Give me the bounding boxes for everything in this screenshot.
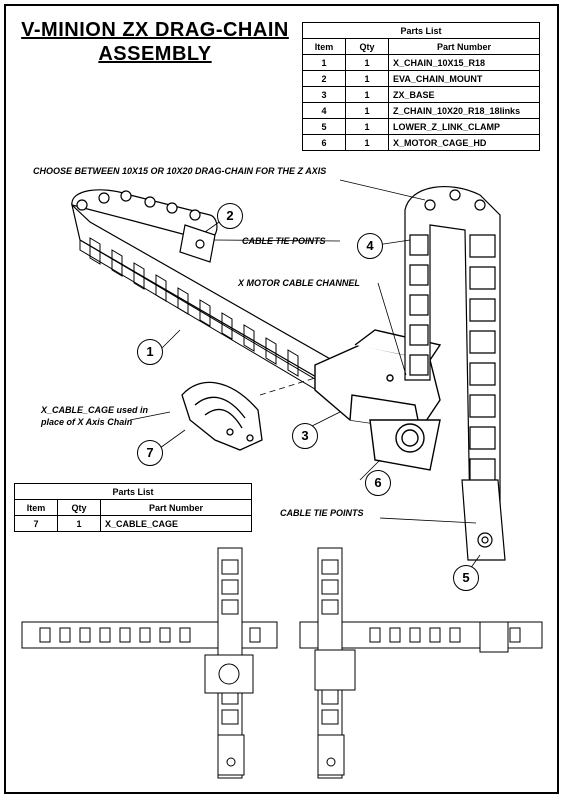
note-cable-cage-line2: place of X Axis Chain: [41, 417, 133, 427]
chain-mount-drawing: [179, 224, 216, 263]
callout-5: 5: [453, 565, 479, 591]
note-cable-tie-bottom: CABLE TIE POINTS: [280, 508, 364, 518]
x-chain-drawing: [70, 189, 333, 396]
callout-4: 4: [357, 233, 383, 259]
note-cable-cage: X_CABLE_CAGE used in place of X Axis Cha…: [41, 404, 148, 428]
note-motor-channel: X MOTOR CABLE CHANNEL: [238, 278, 360, 288]
drawing-border: [4, 4, 559, 794]
drawing-title: V-MINION ZX DRAG-CHAIN ASSEMBLY: [10, 18, 300, 66]
cell-item: 6: [302, 134, 346, 151]
z-chain-drawing: [404, 186, 506, 561]
cell-qty: 1: [345, 134, 389, 151]
leader-lines: [129, 179, 481, 577]
note-cable-cage-line1: X_CABLE_CAGE used in: [41, 405, 149, 415]
cell-part: X_MOTOR_CAGE_HD: [388, 134, 540, 151]
callout-7: 7: [137, 440, 163, 466]
front-view-drawing: [21, 547, 278, 779]
note-choose-chain: CHOOSE BETWEEN 10X15 OR 10X20 DRAG-CHAIN…: [33, 166, 327, 176]
cable-cage-drawing: [181, 381, 263, 451]
note-cable-tie-top: CABLE TIE POINTS: [242, 236, 326, 246]
callout-3: 3: [292, 423, 318, 449]
callout-2: 2: [217, 203, 243, 229]
title-line-2: ASSEMBLY: [98, 43, 212, 65]
cell-part: X_CABLE_CAGE: [100, 515, 252, 532]
callout-6: 6: [365, 470, 391, 496]
title-line-1: V-MINION ZX DRAG-CHAIN: [21, 19, 289, 41]
callout-1: 1: [137, 339, 163, 365]
side-view-drawing: [299, 547, 543, 779]
